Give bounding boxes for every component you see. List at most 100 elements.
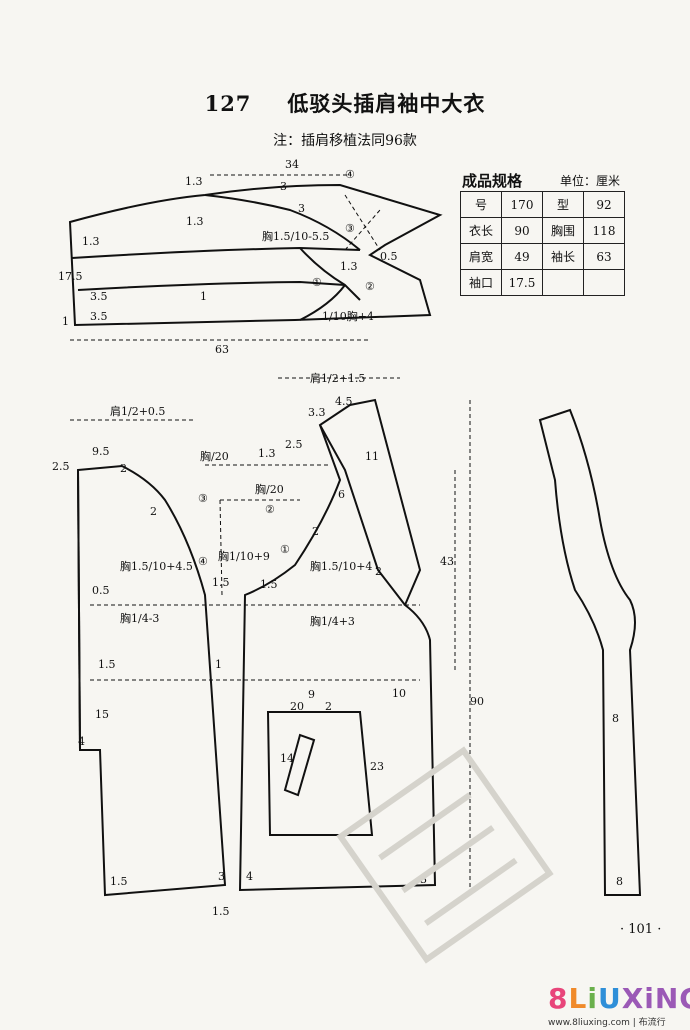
body-label: 4.5 — [335, 395, 353, 408]
body-label: 6 — [338, 488, 345, 501]
spec-cell: 17.5 — [501, 269, 543, 296]
body-label: 3 — [218, 870, 225, 883]
body-label: 2 — [150, 505, 157, 518]
spec-cell: 号 — [460, 191, 502, 218]
body-label: 10 — [392, 687, 406, 700]
spec-cell: 90 — [501, 217, 543, 244]
page-number: · 101 · — [620, 922, 662, 937]
underarm-curve — [299, 247, 361, 301]
body-label: 43 — [440, 555, 454, 568]
spec-title: 成品规格 — [462, 172, 523, 190]
sleeve-label: ③ — [345, 222, 355, 235]
body-label: 1.5 — [212, 576, 230, 589]
body-label: 4 — [78, 735, 85, 748]
spec-unit: 单位：厘米 — [560, 174, 621, 188]
sleeve-label: ④ — [345, 168, 355, 181]
logo-char: L — [568, 982, 588, 1015]
body-label: 肩1/2+1.5 — [310, 371, 365, 385]
sleeve-label: 63 — [215, 343, 229, 356]
back-center — [77, 469, 81, 751]
body-label: 肩1/2+0.5 — [110, 404, 165, 418]
logo-char: XiNG — [621, 982, 690, 1015]
logo-char: 8 — [548, 982, 569, 1015]
sleeve-labels: 34 63 17.5 1.3 1.3 1.3 1.3 3 3 1 3.5 3.5… — [58, 158, 398, 356]
body-label: 胸1.5/10+4.5 — [120, 559, 193, 573]
welt-pocket — [283, 733, 316, 797]
body-label: 胸1/4-3 — [120, 611, 159, 625]
body-label: ② — [265, 503, 275, 516]
sleeve-label: 3 — [298, 202, 305, 215]
body-label: 8 — [612, 712, 619, 725]
sleeve-label: 17.5 — [58, 270, 83, 283]
body-label: 胸1/10+9 — [218, 549, 270, 563]
body-label: 8 — [616, 875, 623, 888]
body-label: 0.5 — [92, 584, 110, 597]
body-label: 2 — [312, 525, 319, 538]
body-label: 胸1/4+3 — [310, 614, 355, 628]
body-label: 20 — [290, 700, 304, 713]
body-label: ① — [280, 543, 290, 556]
sleeve-draft — [68, 183, 443, 327]
back-panel — [76, 464, 227, 897]
body-label: 9.5 — [92, 445, 110, 458]
sleeve-label: 1/10胸+4 — [322, 309, 374, 323]
body-label: 14 — [280, 752, 294, 765]
body-label: 23 — [370, 760, 384, 773]
body-label: 胸/20 — [200, 449, 229, 463]
body-label: 1.5 — [98, 658, 116, 671]
spec-cell: 92 — [583, 191, 625, 218]
pattern-number: 127 — [204, 91, 252, 116]
sleeve-joint — [319, 424, 406, 606]
spec-cell: 118 — [583, 217, 625, 244]
body-label: 1.5 — [260, 578, 278, 591]
body-draft — [76, 398, 642, 897]
body-label: 2.5 — [285, 438, 303, 451]
body-label: 1.3 — [258, 447, 276, 460]
spec-cell: 衣长 — [460, 217, 502, 244]
sleeve-guides — [70, 174, 381, 341]
body-label: 2 — [325, 700, 332, 713]
body-label: 15 — [95, 708, 109, 721]
pattern-title: 低驳头插肩袖中大衣 — [287, 91, 486, 116]
spec-cell: 袖长 — [542, 243, 584, 270]
body-label: 3.3 — [308, 406, 326, 419]
body-label: 2 — [375, 565, 382, 578]
facing-piece — [538, 408, 642, 896]
body-label: 胸/20 — [255, 482, 284, 496]
sleeve-label: 0.5 — [380, 250, 398, 263]
sleeve-label: 1 — [200, 290, 207, 303]
body-label: 2 — [120, 462, 127, 475]
body-labels: 肩1/2+0.5 肩1/2+1.5 2.5 9.5 2 2 胸/20 胸/20 … — [52, 371, 623, 918]
body-label: 11 — [365, 450, 379, 463]
logo-char: i — [587, 982, 598, 1015]
body-label: 9 — [308, 688, 315, 701]
sleeve-label: 1.3 — [340, 260, 358, 273]
pocket — [266, 711, 374, 836]
raglan-curve — [204, 194, 361, 251]
body-label: 1.5 — [212, 905, 230, 918]
sleeve-label: 3.5 — [90, 290, 108, 303]
site-logo[interactable]: 8LiUXiNG — [548, 982, 690, 1015]
sleeve-label: 1 — [62, 315, 69, 328]
sleeve-label: 3.5 — [90, 310, 108, 323]
spec-cell: 49 — [501, 243, 543, 270]
watermark-seal — [336, 746, 554, 964]
body-label: 胸1.5/10+4 — [310, 559, 372, 573]
sleeve-outline — [68, 183, 443, 327]
body-label: ④ — [198, 555, 208, 568]
page-title: 127 低驳头插肩袖中大衣 — [0, 88, 690, 118]
body-label: 1.5 — [110, 875, 128, 888]
sleeve-label: ① — [312, 276, 322, 289]
body-guides — [70, 377, 471, 890]
body-label: 2.5 — [52, 460, 70, 473]
body-label: ③ — [198, 492, 208, 505]
footer-url[interactable]: www.8liuxing.com | 布流行 — [548, 1018, 666, 1028]
spec-cell — [583, 269, 625, 296]
cuff-curve — [299, 284, 346, 321]
